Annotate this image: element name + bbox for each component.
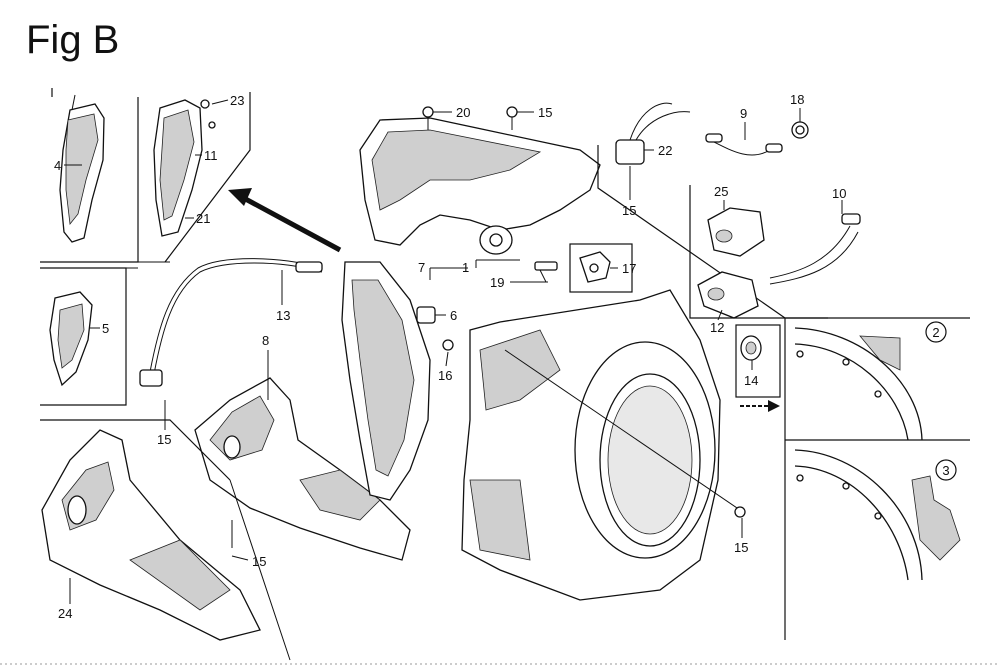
- clip-part-18: [791, 121, 809, 139]
- callout-12: 12: [710, 320, 724, 335]
- wire-part-9: [705, 133, 783, 156]
- callout-16: 16: [438, 368, 452, 383]
- bracket-part-5: [49, 291, 93, 387]
- callout-18: 18: [790, 92, 804, 107]
- lower-shroud-part-8: [194, 377, 411, 561]
- callout-17: 17: [622, 261, 636, 276]
- callout-15-switch: 15: [622, 203, 636, 218]
- callout-9: 9: [740, 106, 747, 121]
- callout-19: 19: [490, 275, 504, 290]
- figure-title: Fig B: [26, 18, 120, 62]
- callout-22: 22: [658, 143, 672, 158]
- leader-lines: [64, 99, 843, 604]
- callout-6: 6: [450, 308, 457, 323]
- callout-15-top: 15: [538, 105, 552, 120]
- wire-harness-part-13: [139, 258, 323, 387]
- part-14-frame: [735, 324, 781, 398]
- fan-housing: [461, 289, 746, 601]
- switch-part-22: [615, 102, 691, 165]
- part-17-frame: [569, 243, 633, 293]
- direction-arrow: [228, 188, 342, 253]
- detail-label-2: 2: [925, 321, 947, 343]
- module-part-25: [707, 207, 765, 257]
- callout-15-left: 15: [157, 432, 171, 447]
- callout-7: 7: [418, 260, 425, 275]
- control-bracket: [359, 106, 601, 271]
- detail-3-text: 3: [942, 463, 949, 478]
- callout-4: 4: [54, 158, 61, 173]
- callout-labels: 4 23 11 21 5 13 8 6 16 20 15 22 15 9 18 …: [54, 92, 846, 621]
- lower-shroud-part-24: [40, 419, 291, 661]
- callout-11: 11: [204, 148, 218, 163]
- callout-24: 24: [58, 606, 72, 621]
- left-middle-frame: [40, 267, 138, 406]
- callout-23: 23: [230, 93, 244, 108]
- callout-8: 8: [262, 333, 269, 348]
- top-left-frame: [40, 88, 251, 263]
- detail-arrow: [740, 400, 780, 412]
- callout-25: 25: [714, 184, 728, 199]
- shroud-plate-part-4: [59, 94, 105, 243]
- detail-2-text: 2: [932, 325, 939, 340]
- detail-label-3: 3: [935, 459, 957, 481]
- callout-1: 1: [462, 260, 469, 275]
- side-cover: [341, 261, 454, 501]
- wire-part-10: [769, 213, 861, 285]
- callout-10: 10: [832, 186, 846, 201]
- callout-5: 5: [102, 321, 109, 336]
- module-part-12: [697, 271, 759, 319]
- callout-13: 13: [276, 308, 290, 323]
- callout-21: 21: [196, 211, 210, 226]
- detail-panel-3: [784, 439, 970, 640]
- callout-14: 14: [744, 373, 758, 388]
- detail-panel-2: [784, 317, 970, 441]
- shroud-plate-part-11: [153, 99, 216, 237]
- callout-15-right: 15: [734, 540, 748, 555]
- callout-20: 20: [456, 105, 470, 120]
- callout-15-bottom: 15: [252, 554, 266, 569]
